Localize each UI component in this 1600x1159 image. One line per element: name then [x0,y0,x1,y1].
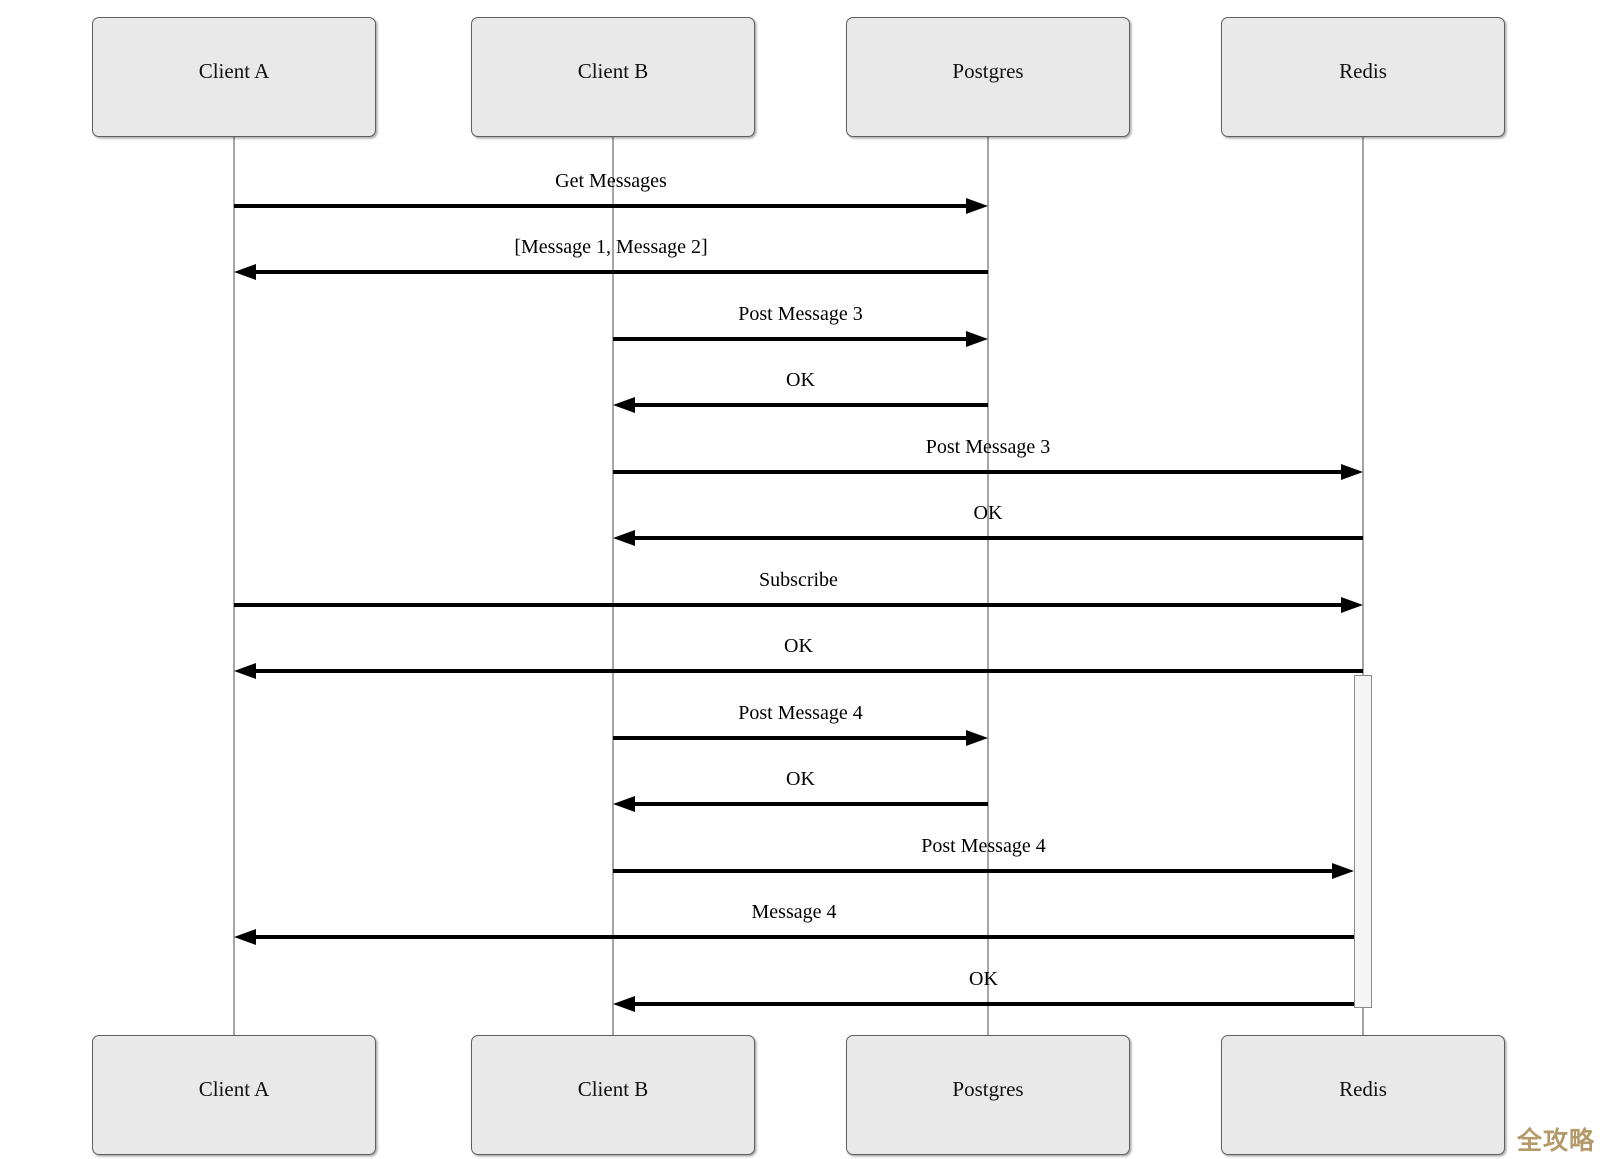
actor-bottom-box-client-a: Client A [92,1035,376,1155]
lifeline-client-b [612,137,614,1035]
actor-label: Client A [198,58,270,83]
message-arrowhead [966,331,988,347]
message-arrowhead [1341,464,1363,480]
lifeline-client-a [233,137,235,1035]
message-label: Post Message 4 [738,702,863,724]
message-label: Post Message 3 [738,303,863,325]
actor-bottom-box-redis: Redis [1221,1035,1505,1155]
message-arrowhead [1341,597,1363,613]
message-line [613,736,970,740]
actor-top-box-client-b: Client B [471,17,755,137]
message-arrowhead [613,996,635,1012]
message-label: [Message 1, Message 2] [514,236,708,258]
message-line [234,204,970,208]
actor-top-box-client-a: Client A [92,17,376,137]
message-arrowhead [966,730,988,746]
message-arrowhead [613,530,635,546]
message-line [631,403,988,407]
message-label: OK [973,502,1003,524]
actor-top-box-redis: Redis [1221,17,1505,137]
message-arrowhead [613,397,635,413]
actor-label: Client A [198,1076,270,1101]
actor-label: Redis [1339,58,1387,83]
watermark: 全攻略 [1516,1126,1595,1155]
message-line [613,337,970,341]
message-line [252,669,1363,673]
message-arrowhead [1332,863,1354,879]
actor-label: Postgres [952,1076,1024,1101]
message-label: Get Messages [555,170,667,192]
message-arrowhead [966,198,988,214]
message-label: OK [786,768,815,790]
message-line [631,1002,1354,1006]
actor-label: Client B [577,58,649,83]
actor-label: Redis [1339,1076,1387,1101]
message-line [252,270,988,274]
message-line [631,802,988,806]
message-label: OK [786,369,815,391]
message-arrowhead [234,929,256,945]
lifeline-postgres [987,137,989,1035]
message-line [234,603,1345,607]
actor-label: Postgres [952,58,1024,83]
actor-label: Client B [577,1076,649,1101]
actor-bottom-box-postgres: Postgres [846,1035,1130,1155]
message-arrowhead [234,264,256,280]
message-label: Subscribe [759,569,838,591]
message-label: Post Message 3 [925,436,1051,458]
message-line [613,470,1345,474]
message-label: OK [969,968,998,990]
message-arrowhead [234,663,256,679]
actor-bottom-box-client-b: Client B [471,1035,755,1155]
message-line [252,935,1354,939]
message-label: Post Message 4 [921,835,1046,857]
message-arrowhead [613,796,635,812]
message-line [613,869,1336,873]
lifeline-redis [1362,137,1364,1035]
message-label: Message 4 [751,901,837,923]
actor-top-box-postgres: Postgres [846,17,1130,137]
activation-bar-redis [1354,675,1372,1008]
message-label: OK [784,635,813,657]
message-line [631,536,1363,540]
